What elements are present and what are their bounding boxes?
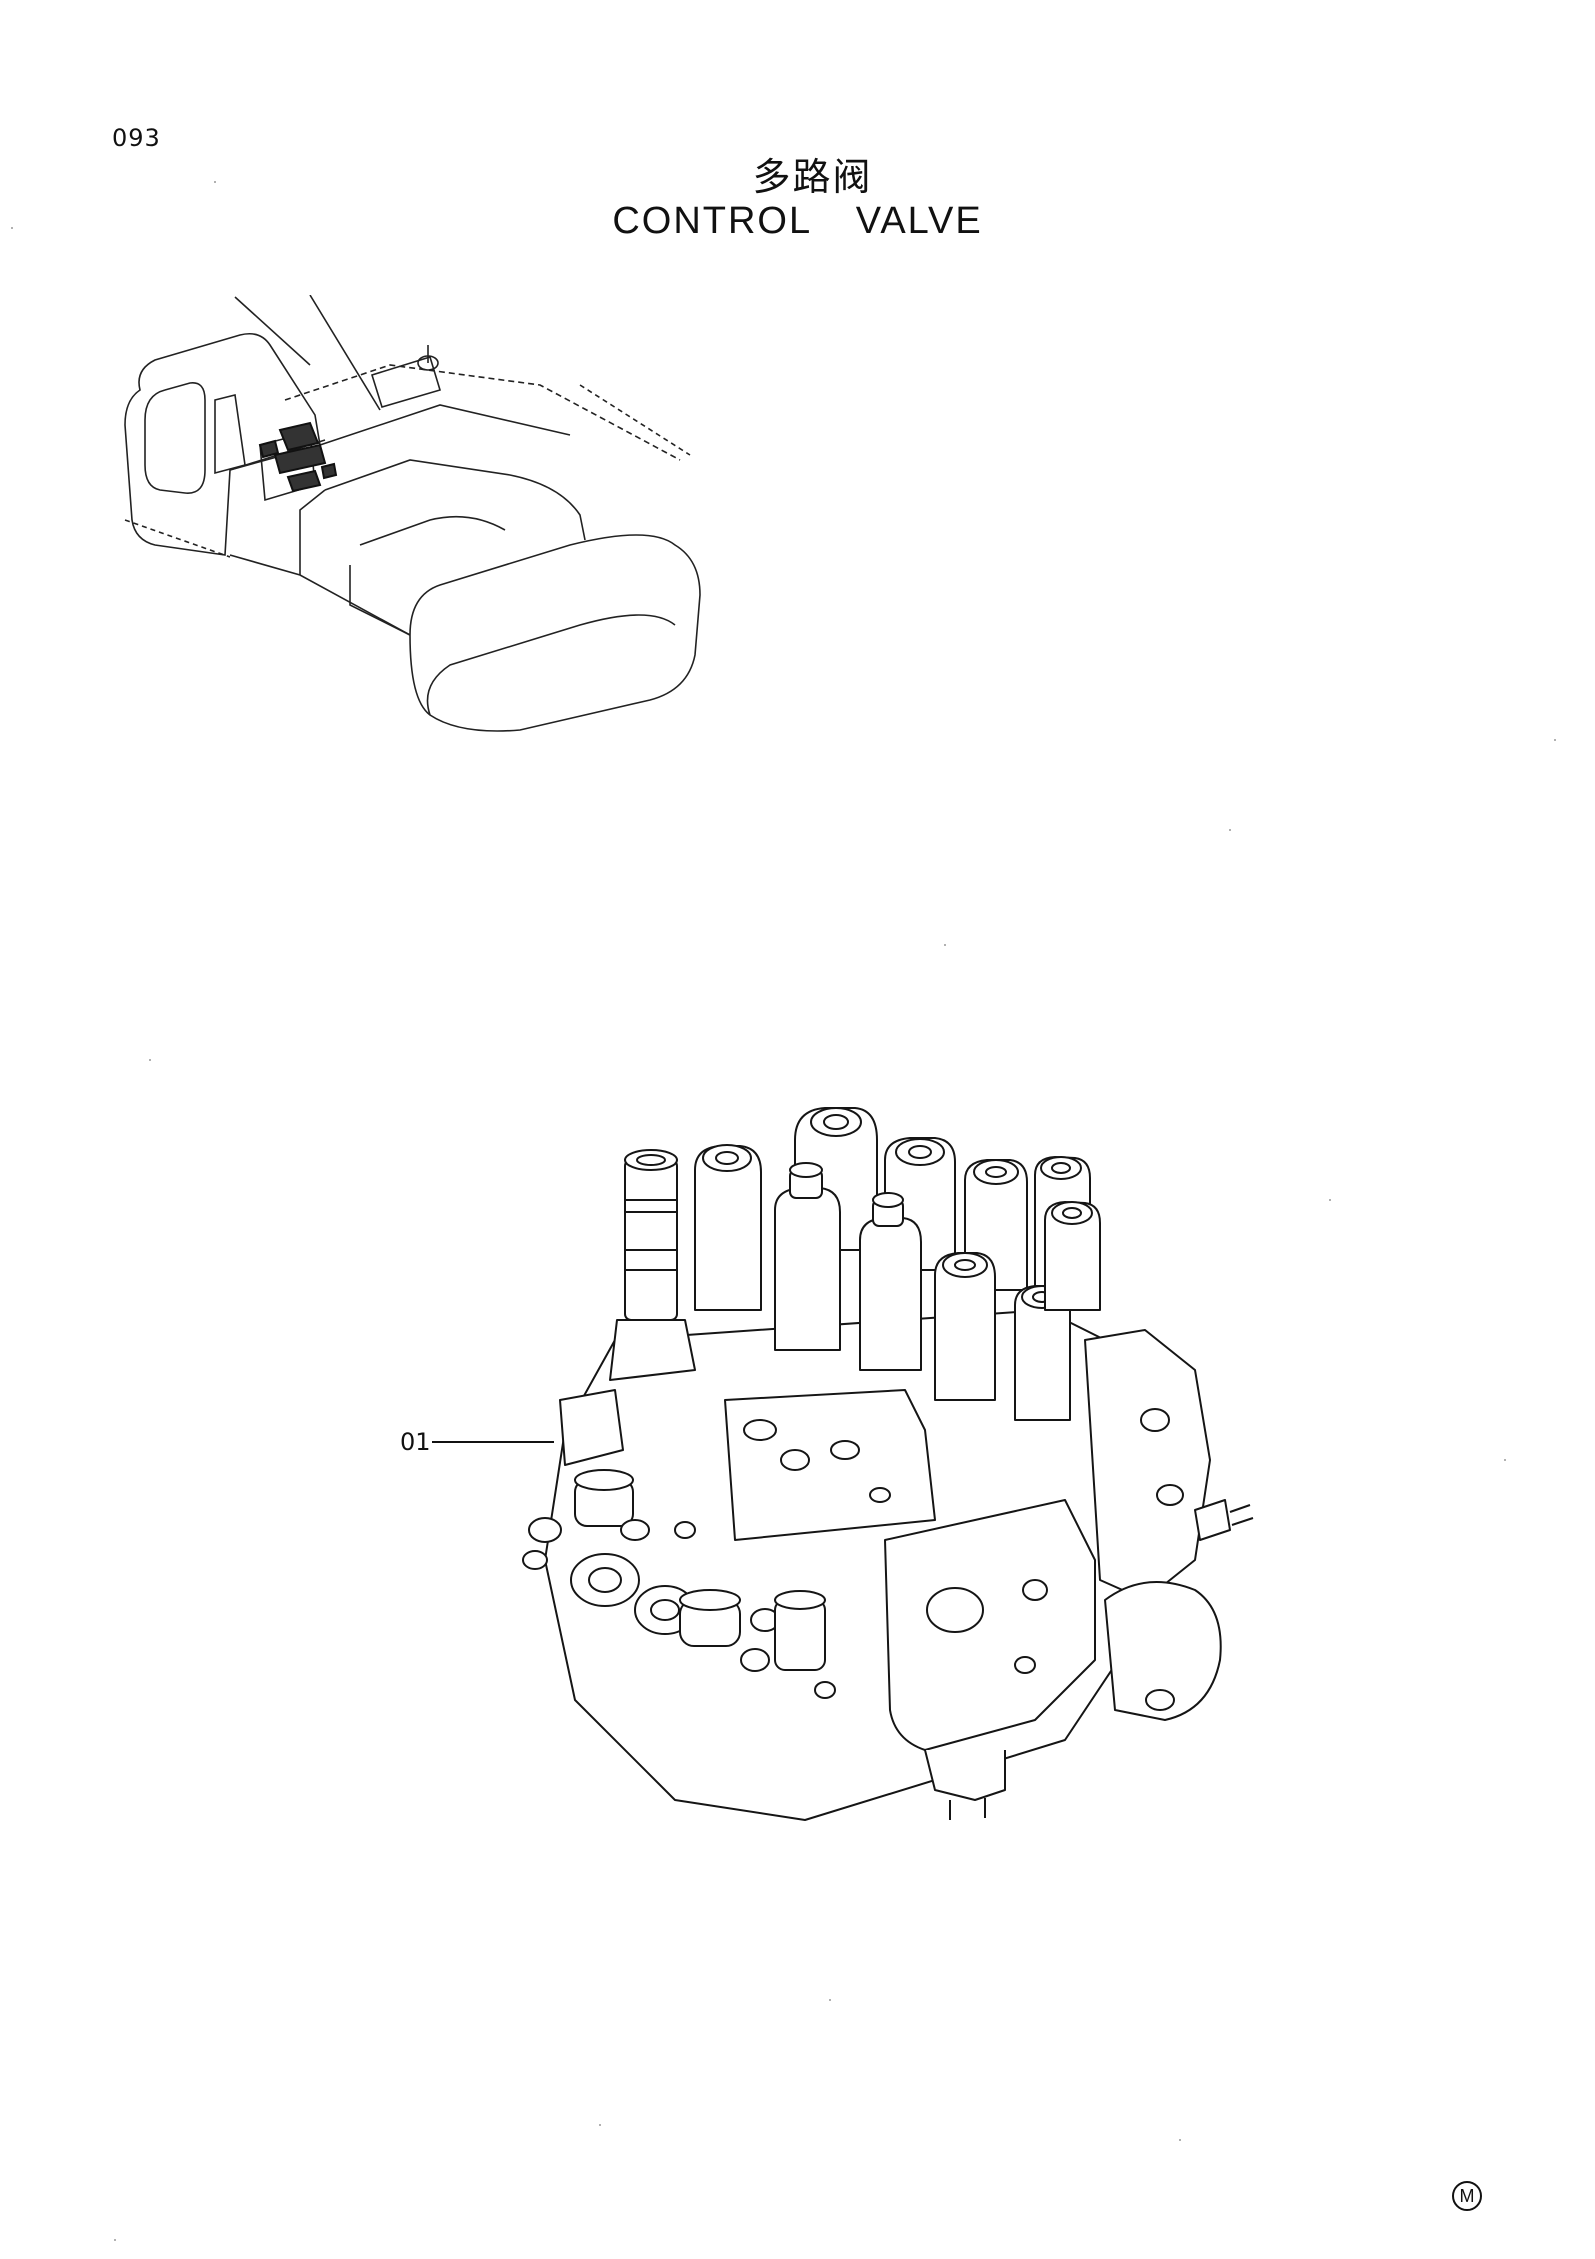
control-valve-assembly-drawing — [522, 1107, 1254, 1821]
page-title-chinese: 多路阀 — [752, 155, 873, 199]
control-valve-location-marker — [258, 421, 338, 493]
page-number: 093 — [112, 124, 161, 152]
circled-m-mark: M — [1452, 2181, 1482, 2211]
callout-leader-line — [432, 1441, 554, 1443]
page-title-english: CONTROL VALVE — [612, 200, 983, 242]
excavator-location-key-diagram — [124, 295, 701, 732]
callout-label-01: 01 — [400, 1428, 431, 1456]
